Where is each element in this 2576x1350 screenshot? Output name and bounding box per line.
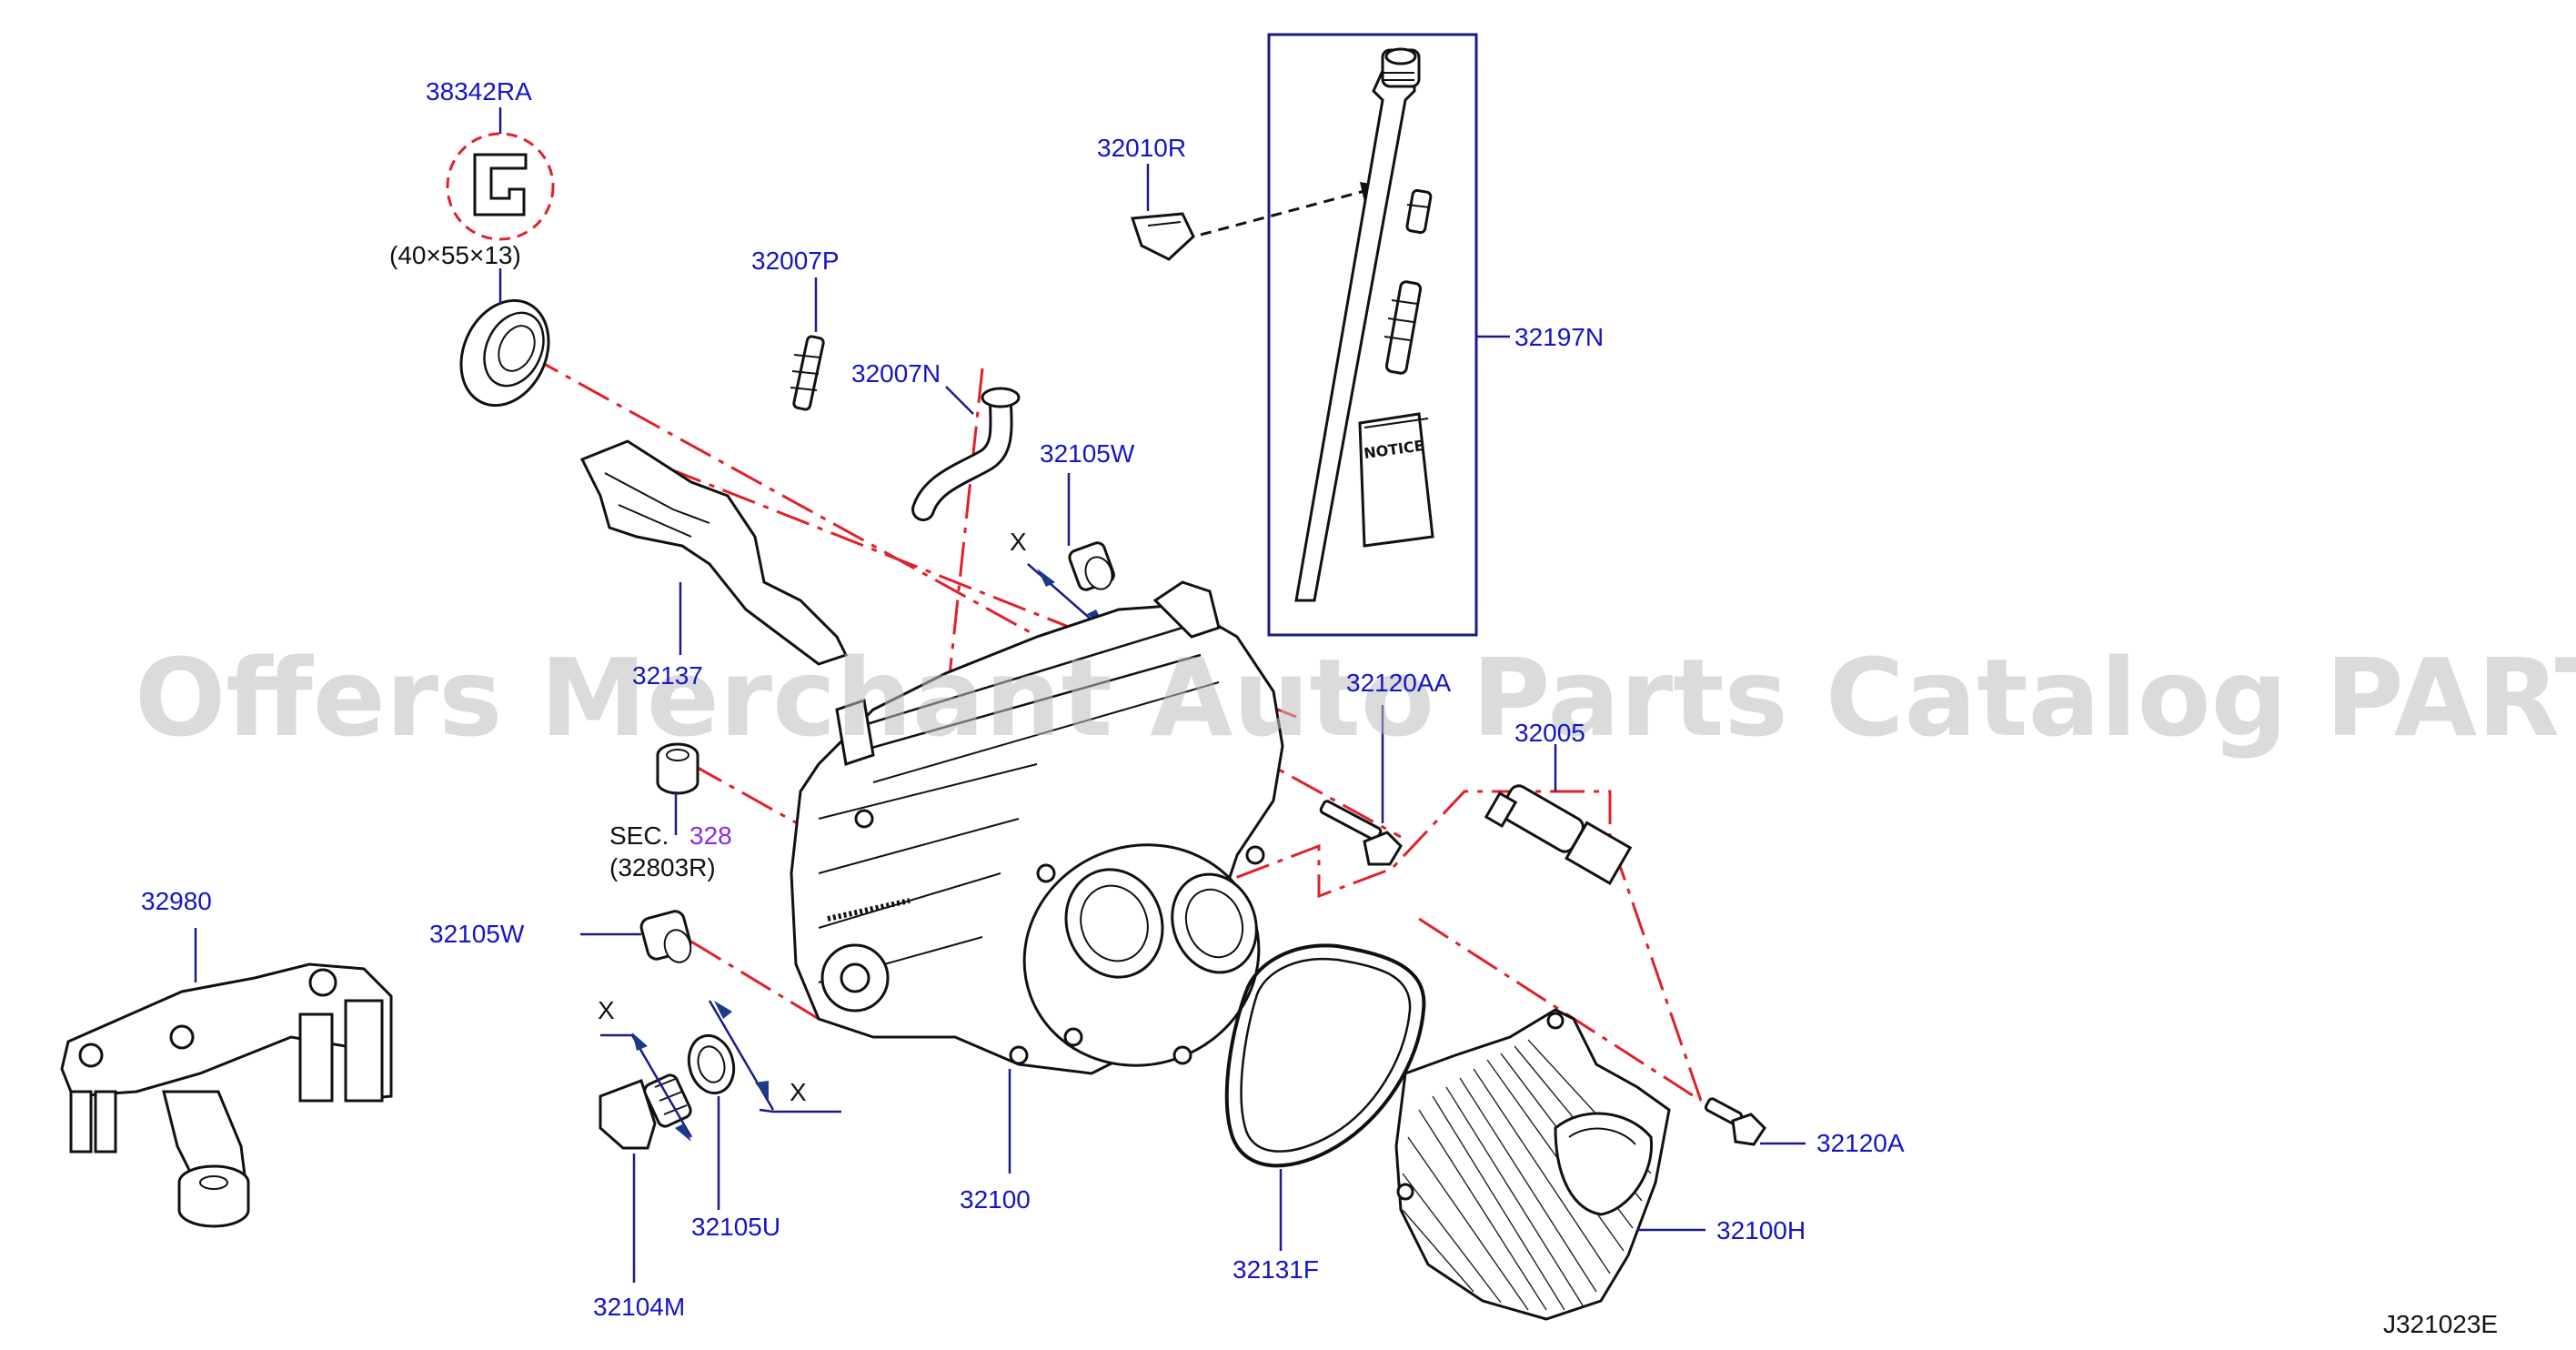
label-x-left: X xyxy=(598,996,615,1024)
baffle-plate-32137[interactable] xyxy=(579,439,849,666)
bolt-32120A[interactable] xyxy=(1704,1097,1766,1146)
transmission-case-32100[interactable] xyxy=(790,580,1290,1098)
oil-seal-38342RA[interactable] xyxy=(446,132,555,241)
label-32197N[interactable]: 32197N xyxy=(1514,323,1604,351)
label-32104M[interactable]: 32104M xyxy=(593,1293,685,1321)
seal-32105U[interactable] xyxy=(683,1031,740,1098)
label-x-top: X xyxy=(1010,528,1027,556)
bushing-32105W-top[interactable] xyxy=(1068,540,1117,592)
bushing-32803R[interactable] xyxy=(656,742,699,795)
shift-bracket-32980[interactable] xyxy=(60,962,393,1228)
plug-32104M[interactable] xyxy=(599,1073,693,1150)
bushing-32105W-left[interactable] xyxy=(639,910,694,965)
label-32105W-left[interactable]: 32105W xyxy=(429,920,525,948)
label-32100H[interactable]: 32100H xyxy=(1716,1216,1806,1244)
label-32120AA[interactable]: 32120AA xyxy=(1346,669,1452,697)
notice-booklet: NOTICE xyxy=(1358,412,1434,548)
breather-32007P[interactable] xyxy=(790,335,825,411)
dipstick-32197N[interactable] xyxy=(1294,47,1421,602)
watermark-text: Offers Merchant Auto Parts Catalog PARTS… xyxy=(135,635,2576,761)
label-32105W-top[interactable]: 32105W xyxy=(1040,439,1135,468)
label-32010R[interactable]: 32010R xyxy=(1097,134,1186,162)
bolt-32120AA[interactable] xyxy=(1319,800,1403,866)
label-sec-sub: (32803R) xyxy=(609,853,716,882)
link-sec-328[interactable]: 328 xyxy=(689,821,732,850)
label-32131F[interactable]: 32131F xyxy=(1233,1255,1319,1284)
leader-32007N xyxy=(945,386,974,415)
label-seal-size: (40×55×13) xyxy=(389,241,521,269)
dimension-x-left xyxy=(600,1033,693,1142)
label-32137[interactable]: 32137 xyxy=(632,661,703,690)
dipstick-fitting-small[interactable] xyxy=(1405,188,1433,235)
diagram-code: J321023E xyxy=(2383,1310,2498,1338)
gasket-32131F[interactable] xyxy=(1224,943,1426,1168)
label-sec-prefix: SEC. xyxy=(609,821,669,850)
dipstick-kit-box xyxy=(1267,33,1478,637)
label-38342RA[interactable]: 38342RA xyxy=(426,77,532,106)
extension-housing-32100H[interactable] xyxy=(1394,1008,1671,1321)
dipstick-fitting-large[interactable] xyxy=(1384,280,1423,375)
label-32980[interactable]: 32980 xyxy=(141,887,212,915)
sensor-32005[interactable] xyxy=(1484,782,1633,885)
label-32100[interactable]: 32100 xyxy=(960,1185,1031,1214)
clip-32010R[interactable] xyxy=(1130,212,1195,261)
arrow-to-dipstick xyxy=(1200,189,1365,237)
label-x-right: X xyxy=(790,1078,807,1106)
dimension-x-right xyxy=(708,1000,841,1113)
bearing[interactable] xyxy=(445,287,565,420)
breather-hose-32007N[interactable] xyxy=(911,387,1021,521)
label-32120A[interactable]: 32120A xyxy=(1816,1129,1905,1157)
label-32005[interactable]: 32005 xyxy=(1514,719,1585,747)
label-32007P[interactable]: 32007P xyxy=(751,247,840,275)
label-32105U[interactable]: 32105U xyxy=(691,1213,780,1241)
label-32007N[interactable]: 32007N xyxy=(851,359,941,388)
